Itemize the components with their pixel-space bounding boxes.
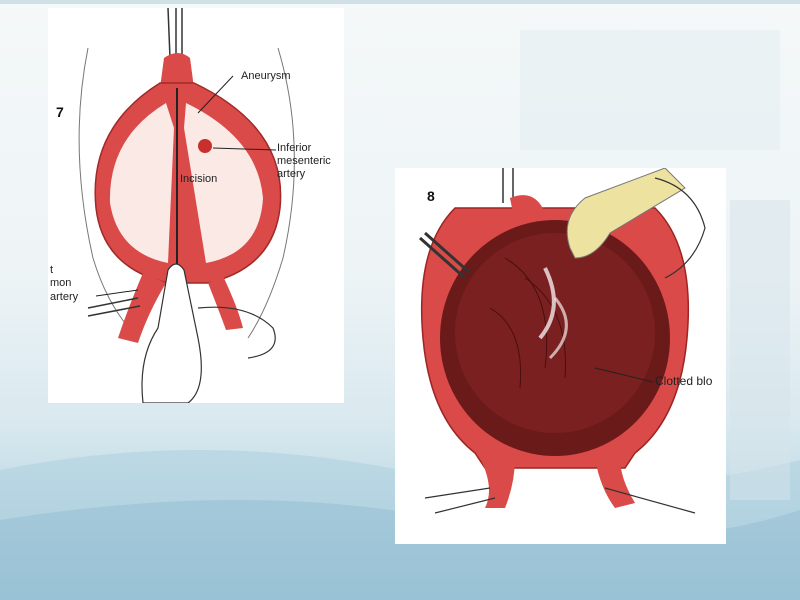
aneurysm-illustration	[78, 8, 295, 403]
aneurysm-label: Aneurysm	[241, 70, 291, 82]
inferior-mesenteric-label-line3: artery	[277, 168, 306, 180]
figure-8-panel: 8 Clotted blo	[395, 168, 726, 544]
clotted-blood-label: Clotted blo	[655, 374, 713, 388]
clotted-aneurysm-illustration	[419, 168, 706, 514]
common-iliac-label-line3: artery	[50, 291, 79, 303]
figure-7-panel: 7 Aneurysm Inferior mesenteric artery In…	[48, 8, 344, 403]
figure-number: 7	[56, 104, 64, 120]
common-iliac-label-line2: mon	[50, 277, 72, 289]
incision-label: Incision	[180, 173, 218, 185]
figure-number: 8	[427, 188, 435, 204]
inferior-mesenteric-label-line2: mesenteric	[277, 155, 331, 167]
common-iliac-label-line1: t	[50, 264, 54, 276]
slide-top-border	[0, 0, 800, 4]
inferior-mesenteric-label-line1: Inferior	[277, 142, 312, 154]
